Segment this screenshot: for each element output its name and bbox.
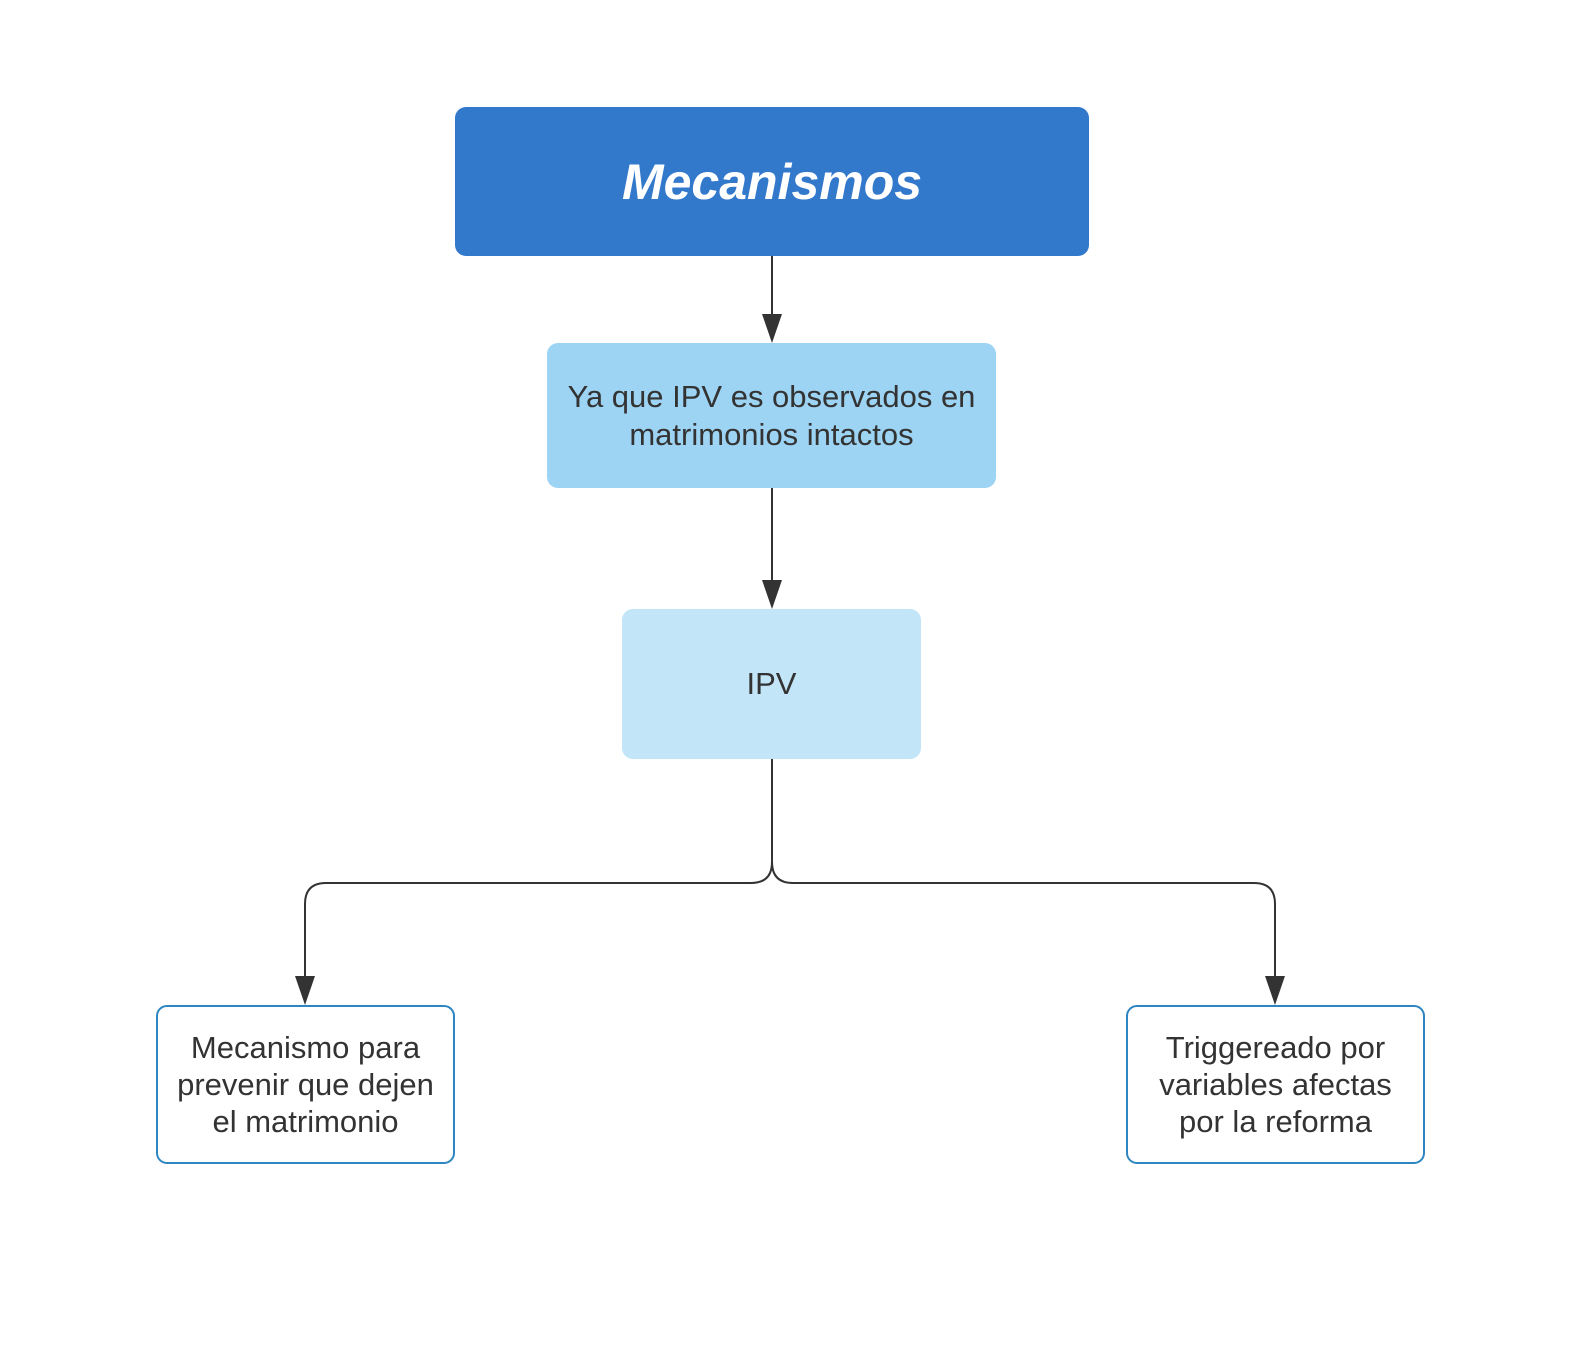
node-triggered-by-reform-label: Triggereado por variables afectas por la… — [1159, 1029, 1392, 1140]
node-triggered-by-reform[interactable]: Triggereado por variables afectas por la… — [1126, 1005, 1425, 1164]
node-ipv[interactable]: IPV — [622, 609, 921, 759]
arrowhead-premise — [762, 314, 782, 343]
arrowhead-ipv — [762, 580, 782, 609]
node-premise[interactable]: Ya que IPV es observados en matrimonios … — [547, 343, 996, 488]
edge-ipv-to-right — [771, 861, 1276, 976]
node-mecanismos-label: Mecanismos — [621, 153, 923, 210]
node-premise-label: Ya que IPV es observados en matrimonios … — [567, 379, 976, 452]
node-prevent-leaving[interactable]: Mecanismo para prevenir que dejen el mat… — [156, 1005, 455, 1164]
node-ipv-label: IPV — [746, 666, 797, 702]
arrowhead-left — [295, 976, 315, 1005]
node-mecanismos[interactable]: Mecanismos — [455, 107, 1089, 256]
edge-ipv-to-left — [304, 759, 773, 976]
node-prevent-leaving-label: Mecanismo para prevenir que dejen el mat… — [177, 1029, 434, 1140]
arrowhead-right — [1265, 976, 1285, 1005]
